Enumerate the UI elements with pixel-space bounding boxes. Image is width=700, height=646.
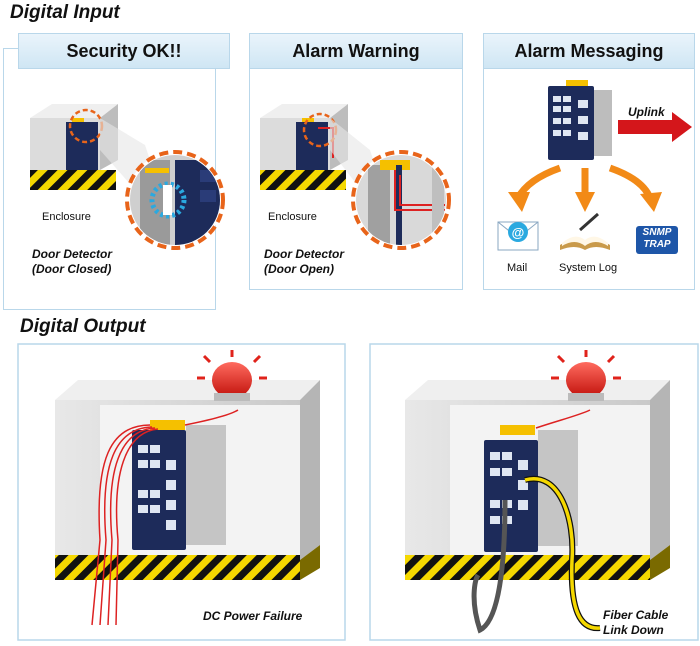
- snmp-trap-text: SNMP TRAP: [636, 227, 678, 251]
- system-log-icon: [560, 212, 610, 250]
- system-log-label: System Log: [559, 262, 618, 274]
- caption-line2: (Door Closed): [32, 262, 112, 276]
- dc-power-illustration: [55, 350, 320, 626]
- dc-power-caption: DC Power Failure: [203, 609, 303, 623]
- caption-line2: Link Down: [603, 623, 664, 637]
- snmp-line2: TRAP: [643, 239, 671, 250]
- alarm-beacon-2: [566, 362, 606, 398]
- alarm-messaging-illustration: @: [497, 80, 692, 254]
- enclosure-label-open: Enclosure: [268, 211, 317, 223]
- enclosure-closed-illustration: [30, 104, 225, 250]
- fiber-caption: Fiber Cable Link Down: [603, 608, 668, 638]
- fiber-cable: [524, 476, 601, 630]
- alarm-warning-heading: Alarm Warning: [249, 33, 463, 69]
- enclosure-open-illustration: [260, 104, 451, 250]
- fiber-illustration: [405, 350, 670, 634]
- caption-line1: Door Detector: [32, 247, 113, 261]
- uplink-arrow: [618, 112, 692, 142]
- mail-icon: @: [497, 221, 539, 251]
- snmp-line1: SNMP: [642, 227, 672, 238]
- caption-line1: Fiber Cable: [603, 608, 669, 622]
- alarm-messaging-heading: Alarm Messaging: [483, 33, 695, 69]
- door-open-caption: Door Detector (Door Open): [264, 247, 344, 277]
- caption-line1: Door Detector: [264, 247, 345, 261]
- copper-cable: [471, 499, 508, 634]
- caption-line2: (Door Open): [264, 262, 334, 276]
- digital-output-title: Digital Output: [20, 316, 146, 337]
- security-ok-heading: Security OK!!: [18, 33, 230, 69]
- svg-text:@: @: [512, 225, 525, 240]
- enclosure-label-closed: Enclosure: [42, 211, 91, 223]
- mail-label: Mail: [507, 262, 528, 274]
- alarm-beacon-1: [212, 362, 252, 398]
- door-closed-caption: Door Detector (Door Closed): [32, 247, 112, 277]
- snmp-trap-icon: [636, 226, 678, 254]
- digital-input-title: Digital Input: [10, 2, 120, 23]
- uplink-label: Uplink: [628, 105, 665, 119]
